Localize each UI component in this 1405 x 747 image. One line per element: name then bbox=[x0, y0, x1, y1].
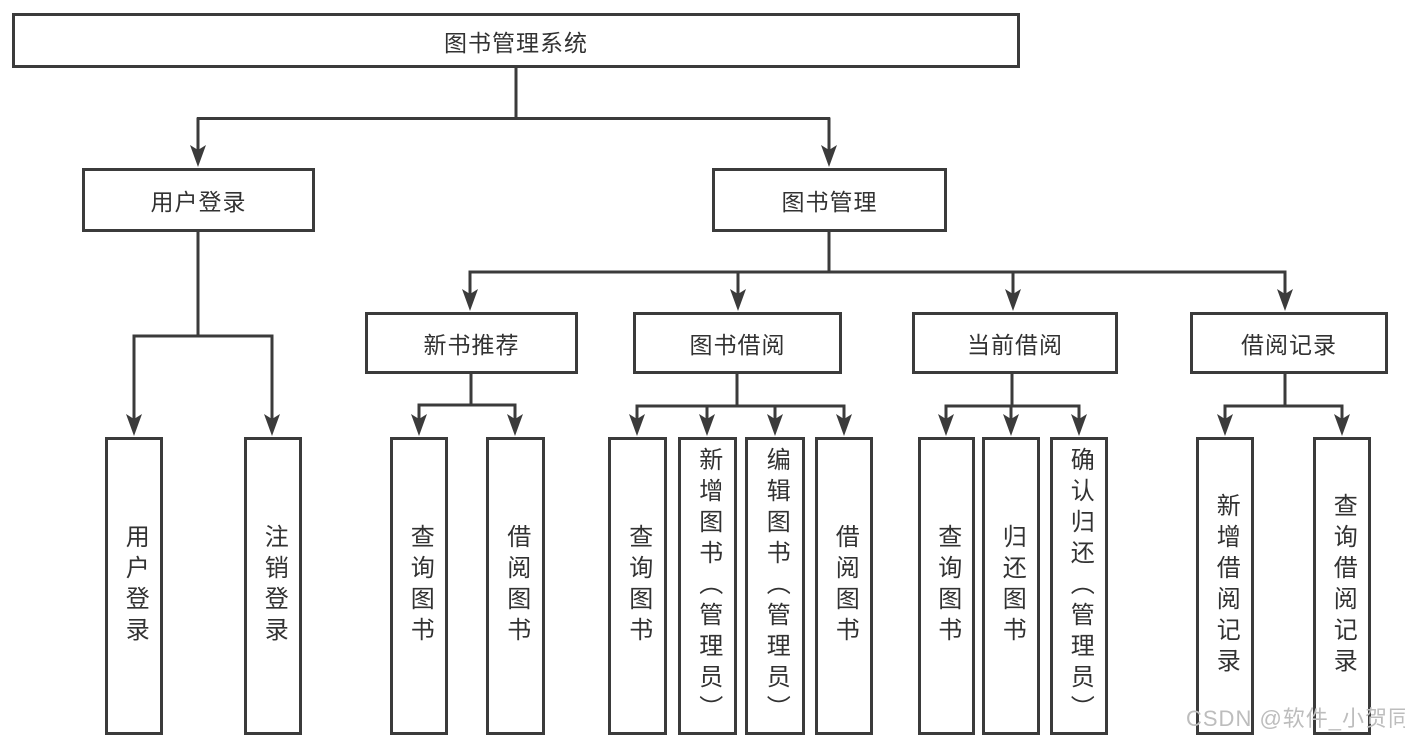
leaf-bb-borrow-book: 借阅图书 bbox=[815, 437, 873, 735]
leaf-bb-borrow-book-label: 借阅图书 bbox=[831, 524, 859, 648]
node-book-management-label: 图书管理 bbox=[781, 189, 878, 215]
node-current-borrow-label: 当前借阅 bbox=[967, 332, 1063, 358]
node-book-borrow: 图书借阅 bbox=[633, 312, 842, 374]
node-user-login-label: 用户登录 bbox=[150, 189, 247, 215]
leaf-rec-borrow-book: 借阅图书 bbox=[486, 437, 545, 735]
node-book-borrow-label: 图书借阅 bbox=[689, 332, 786, 358]
leaf-rec-query-book-label: 查询图书 bbox=[406, 524, 434, 648]
leaf-bb-add-book: 新增图书（管理员） bbox=[678, 437, 737, 735]
leaf-br-query-record: 查询借阅记录 bbox=[1313, 437, 1371, 735]
leaf-logout-label: 注销登录 bbox=[260, 524, 288, 648]
leaf-bb-query-book: 查询图书 bbox=[608, 437, 667, 735]
leaf-rec-query-book: 查询图书 bbox=[390, 437, 448, 735]
leaf-user-login: 用户登录 bbox=[105, 437, 163, 735]
leaf-logout: 注销登录 bbox=[244, 437, 302, 735]
leaf-bb-add-book-label: 新增图书（管理员） bbox=[694, 446, 722, 726]
node-new-book-recommend: 新书推荐 bbox=[365, 312, 578, 374]
node-new-book-recommend-label: 新书推荐 bbox=[423, 332, 520, 358]
node-current-borrow: 当前借阅 bbox=[912, 312, 1118, 374]
leaf-br-add-record-label: 新增借阅记录 bbox=[1212, 493, 1240, 679]
arrowheads bbox=[126, 145, 1350, 436]
leaf-cb-confirm-return-label: 确认归还（管理员） bbox=[1066, 446, 1094, 726]
node-borrow-record-label: 借阅记录 bbox=[1241, 332, 1337, 358]
leaf-bb-edit-book-label: 编辑图书（管理员） bbox=[762, 446, 790, 726]
leaf-cb-return-book-label: 归还图书 bbox=[998, 524, 1026, 648]
leaf-bb-edit-book: 编辑图书（管理员） bbox=[745, 437, 805, 735]
leaf-cb-return-book: 归还图书 bbox=[982, 437, 1040, 735]
leaf-cb-query-book: 查询图书 bbox=[918, 437, 975, 735]
node-user-login: 用户登录 bbox=[82, 168, 315, 232]
node-root-label: 图书管理系统 bbox=[444, 29, 588, 56]
csdn-watermark: CSDN @软件_小贺同学 bbox=[1186, 706, 1405, 731]
node-book-management: 图书管理 bbox=[712, 168, 947, 232]
leaf-cb-confirm-return: 确认归还（管理员） bbox=[1050, 437, 1108, 735]
leaf-cb-query-book-label: 查询图书 bbox=[933, 524, 961, 648]
leaf-user-login-label: 用户登录 bbox=[121, 524, 149, 648]
node-borrow-record: 借阅记录 bbox=[1190, 312, 1388, 374]
leaf-br-query-record-label: 查询借阅记录 bbox=[1329, 493, 1357, 679]
leaf-rec-borrow-book-label: 借阅图书 bbox=[502, 524, 530, 648]
leaf-br-add-record: 新增借阅记录 bbox=[1196, 437, 1254, 735]
node-root: 图书管理系统 bbox=[12, 13, 1020, 68]
leaf-bb-query-book-label: 查询图书 bbox=[624, 524, 652, 648]
